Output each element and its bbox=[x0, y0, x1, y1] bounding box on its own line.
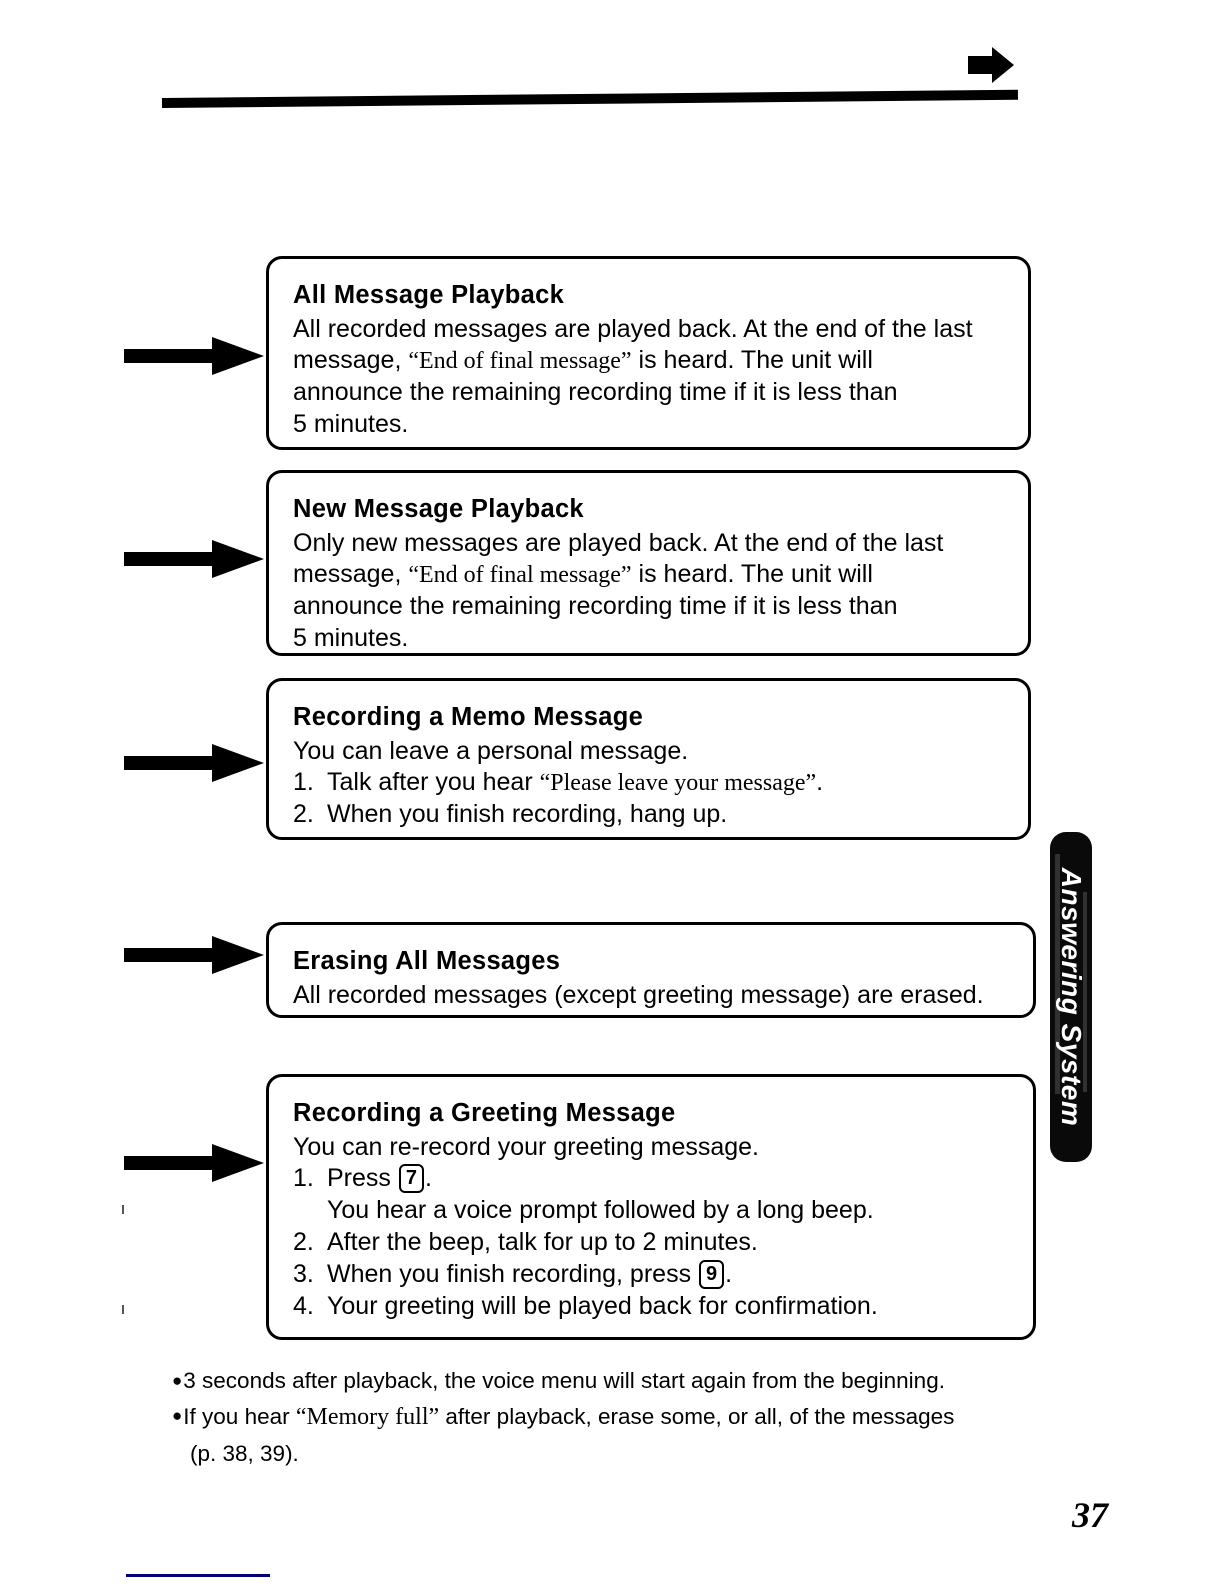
text-run: Press bbox=[327, 1164, 398, 1193]
box-text-line: All recorded messages are played back. A… bbox=[293, 314, 1010, 346]
step-text: When you finish recording, hang up. bbox=[327, 800, 728, 829]
callout-box-recording-greeting-message: Recording a Greeting Message You can re-… bbox=[266, 1074, 1036, 1340]
text-run: after playback, erase some, or all, of t… bbox=[439, 1404, 955, 1430]
footnote-continuation: (p. 38, 39). bbox=[190, 1440, 299, 1466]
step-item: 3. When you finish recording, press 9. bbox=[293, 1259, 1015, 1291]
page-number: 37 bbox=[1072, 1495, 1108, 1535]
text-run: . bbox=[816, 768, 824, 797]
text-run: Talk after you hear bbox=[327, 768, 540, 797]
box-text-line: announce the remaining recording time if… bbox=[293, 591, 1010, 623]
footer-rule bbox=[126, 1574, 270, 1577]
text-run: . bbox=[725, 1259, 733, 1288]
callout-box-new-message-playback: New Message Playback Only new messages a… bbox=[266, 470, 1031, 656]
box-title: Erasing All Messages bbox=[293, 947, 561, 975]
step-text: Press 7. bbox=[327, 1163, 1015, 1195]
text-run: is heard. The unit will bbox=[631, 560, 873, 589]
pointer-arrow-recording-greeting-message bbox=[124, 1144, 264, 1182]
header-rule bbox=[161, 89, 1019, 108]
step-item: 2. After the beep, talk for up to 2 minu… bbox=[293, 1227, 1015, 1259]
step-number: 4. bbox=[293, 1291, 314, 1320]
right-arrow-icon bbox=[968, 47, 1014, 83]
footnote-list: ● 3 seconds after playback, the voice me… bbox=[172, 1366, 1002, 1469]
scan-speck bbox=[122, 1305, 124, 1314]
text-run: Only new messages are played back. At th… bbox=[293, 528, 944, 557]
text-run: If you hear bbox=[183, 1404, 296, 1430]
bullet-icon: ● bbox=[172, 1406, 183, 1426]
text-run: When you finish recording, press bbox=[327, 1259, 699, 1288]
voice-prompt-quote: “End of final message” bbox=[408, 348, 632, 375]
keypad-key-9: 9 bbox=[699, 1259, 725, 1289]
step-number: 1. bbox=[293, 1164, 314, 1193]
footnote-item: ● 3 seconds after playback, the voice me… bbox=[172, 1366, 1002, 1396]
step-item: 4. Your greeting will be played back for… bbox=[293, 1291, 1015, 1323]
box-text-line: message, “End of final message” is heard… bbox=[293, 345, 1010, 377]
box-text-line: 5 minutes. bbox=[293, 409, 1010, 441]
step-text: Talk after you hear “Please leave your m… bbox=[327, 767, 1010, 799]
text-run: announce the remaining recording time if… bbox=[293, 592, 898, 621]
callout-box-recording-memo-message: Recording a Memo Message You can leave a… bbox=[266, 678, 1031, 840]
box-text-line: Only new messages are played back. At th… bbox=[293, 528, 1010, 560]
voice-prompt-quote: “Memory full” bbox=[295, 1404, 440, 1431]
callout-box-all-message-playback: All Message Playback All recorded messag… bbox=[266, 256, 1031, 450]
box-title: All Message Playback bbox=[293, 281, 565, 309]
scan-artifact bbox=[1055, 854, 1060, 1094]
step-text: Your greeting will be played back for co… bbox=[327, 1291, 878, 1320]
text-run: All recorded messages are played back. A… bbox=[293, 314, 973, 343]
text-run: 5 minutes. bbox=[293, 409, 409, 438]
step-number: 1. bbox=[293, 768, 314, 797]
text-run: is heard. The unit will bbox=[631, 346, 873, 375]
step-item: 1. Talk after you hear “Please leave you… bbox=[293, 767, 1010, 799]
side-tab-answering-system: Answering System bbox=[1050, 832, 1092, 1162]
box-title: Recording a Memo Message bbox=[293, 703, 644, 731]
box-text-line: announce the remaining recording time if… bbox=[293, 377, 1010, 409]
footnote-text: 3 seconds after playback, the voice menu… bbox=[183, 1368, 945, 1393]
footnote-text: If you hear “Memory full” after playback… bbox=[183, 1401, 1002, 1433]
step-item: 1. Press 7. bbox=[293, 1163, 1015, 1195]
box-intro: You can re-record your greeting message. bbox=[293, 1132, 760, 1161]
voice-prompt-quote: “Please leave your message” bbox=[539, 770, 817, 797]
voice-prompt-quote: “End of final message” bbox=[408, 562, 632, 589]
pointer-arrow-erasing-all-messages bbox=[124, 936, 264, 974]
step-text: After the beep, talk for up to 2 minutes… bbox=[327, 1228, 758, 1257]
step-number: 3. bbox=[293, 1259, 314, 1288]
scan-speck bbox=[122, 1205, 124, 1214]
step-number: 2. bbox=[293, 800, 314, 829]
text-run: message, bbox=[293, 346, 409, 375]
pointer-arrow-new-message-playback bbox=[124, 540, 264, 578]
box-title: New Message Playback bbox=[293, 495, 584, 523]
box-title: Recording a Greeting Message bbox=[293, 1099, 676, 1127]
box-text-line: 5 minutes. bbox=[293, 623, 1010, 655]
step-number: 2. bbox=[293, 1228, 314, 1257]
text-run: announce the remaining recording time if… bbox=[293, 378, 898, 407]
pointer-arrow-recording-memo-message bbox=[124, 744, 264, 782]
step-item: 2. When you finish recording, hang up. bbox=[293, 799, 1010, 831]
box-intro: You can leave a personal message. bbox=[293, 736, 689, 765]
text-run: . bbox=[424, 1164, 432, 1193]
step-substep: You hear a voice prompt followed by a lo… bbox=[327, 1196, 874, 1225]
footnote-item: ● If you hear “Memory full” after playba… bbox=[172, 1401, 1002, 1433]
scan-artifact bbox=[1083, 892, 1087, 1092]
box-text-line: message, “End of final message” is heard… bbox=[293, 559, 1010, 591]
text-run: 5 minutes. bbox=[293, 623, 409, 652]
pointer-arrow-all-message-playback bbox=[124, 337, 264, 375]
bullet-icon: ● bbox=[172, 1371, 183, 1390]
callout-box-erasing-all-messages: Erasing All Messages All recorded messag… bbox=[266, 922, 1036, 1018]
side-tab-label: Answering System bbox=[1056, 867, 1087, 1127]
text-run: message, bbox=[293, 560, 409, 589]
step-text: When you finish recording, press 9. bbox=[327, 1259, 1015, 1291]
keypad-key-7: 7 bbox=[398, 1164, 424, 1194]
box-text-line: All recorded messages (except greeting m… bbox=[293, 980, 984, 1009]
